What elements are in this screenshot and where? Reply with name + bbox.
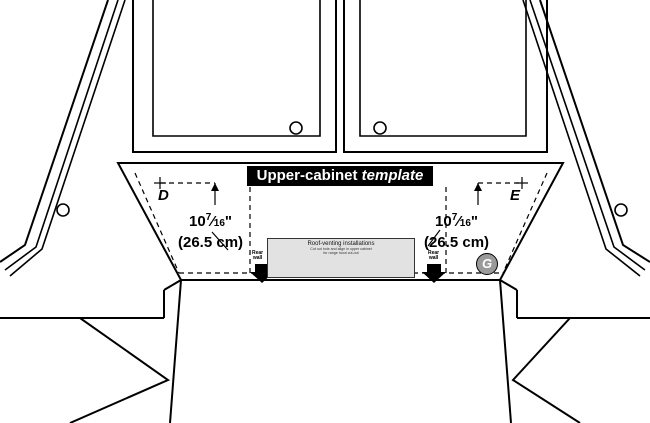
panel-fine-print-1: Cut out hole and align in upper cabinet bbox=[310, 247, 372, 251]
left-measurement-numerator: 7 bbox=[205, 212, 212, 223]
marker-d-cross bbox=[154, 177, 166, 189]
right-wall-line-1: Rear bbox=[428, 250, 440, 256]
rear-wall-arrow-right bbox=[422, 264, 446, 283]
left-measurement: 107⁄16" (26.5 cm) bbox=[178, 212, 244, 251]
right-measurement-inch: " bbox=[470, 213, 479, 230]
template-banner: Upper-cabinet template bbox=[247, 166, 433, 186]
left-wall-line-2: wall bbox=[252, 255, 263, 261]
marker-d-label: D bbox=[158, 187, 169, 204]
left-door-knob bbox=[289, 121, 303, 135]
marker-e-label: E bbox=[510, 187, 521, 204]
left-measurement-metric: (26.5 cm) bbox=[178, 234, 244, 251]
panel-fine-print-2: for range hood cut-out bbox=[323, 251, 359, 255]
right-measurement: 107⁄16" (26.5 cm) bbox=[424, 212, 490, 251]
left-side-cabinet bbox=[0, 0, 126, 277]
left-measurement-whole: 10 bbox=[189, 213, 206, 230]
right-wall-line-2: wall bbox=[428, 255, 439, 261]
leader-arrow-e bbox=[474, 183, 482, 191]
right-measurement-metric: (26.5 cm) bbox=[424, 234, 490, 251]
right-measurement-denominator: 16 bbox=[459, 218, 471, 229]
right-measurement-whole: 10 bbox=[435, 213, 452, 230]
right-measurement-numerator: 7 bbox=[451, 212, 458, 223]
marker-g-badge: G bbox=[476, 253, 498, 275]
banner-bold-text: Upper-cabinet bbox=[256, 167, 362, 184]
left-wall-line-1: Rear bbox=[252, 250, 264, 256]
left-measurement-inch: " bbox=[224, 213, 233, 230]
right-door-knob bbox=[373, 121, 387, 135]
left-rear-wall-label: Rear wall bbox=[252, 251, 263, 261]
lower-cabinets bbox=[0, 279, 650, 423]
right-rear-wall-label: Rear wall bbox=[428, 251, 439, 261]
left-measurement-denominator: 16 bbox=[213, 218, 225, 229]
right-side-cabinet bbox=[522, 0, 650, 277]
leader-arrow-d bbox=[211, 183, 219, 191]
panel-title: Roof-venting installations bbox=[307, 241, 375, 247]
marker-e-cross bbox=[516, 177, 528, 189]
banner-italic-text: template bbox=[361, 167, 424, 184]
roof-venting-panel: Roof-venting installations Cut out hole … bbox=[267, 238, 415, 278]
upper-cabinet-left-door bbox=[132, 0, 337, 153]
